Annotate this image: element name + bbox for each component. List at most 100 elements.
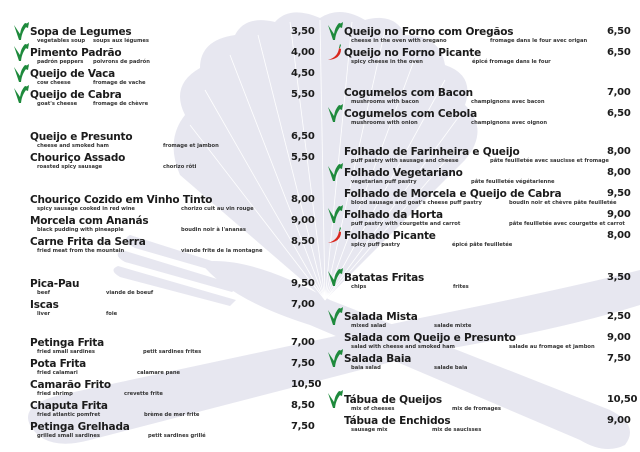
item-description-en: beef — [37, 290, 51, 296]
item-description-en: vegetarian puff pastry — [351, 179, 417, 185]
item-description-en: cheese and smoked ham — [37, 143, 109, 149]
item-name: Cogumelos com Cebola — [344, 108, 477, 120]
item-description-en: puff pastry with sausage and cheese — [351, 158, 459, 164]
item-description-fr: salade au fromage et jambon — [509, 344, 595, 350]
item-description-en: fried atlantic pomfret — [37, 412, 101, 418]
item-description-en: salad with cheese and smoked ham — [351, 344, 455, 350]
item-description-fr: brème de mer frite — [144, 412, 200, 418]
item-price: 7,00 — [291, 299, 315, 310]
item-name: Petinga Frita — [30, 337, 104, 349]
item-name: Sopa de Legumes — [30, 26, 132, 38]
item-description-fr: petit sardines grillé — [148, 433, 206, 439]
item-description-fr: champignons avec bacon — [471, 99, 545, 105]
vegan-leaf-icon — [326, 389, 344, 409]
item-description-fr: épicé pâte feuilletée — [452, 242, 513, 248]
item-name: Queijo de Cabra — [30, 89, 122, 101]
item-price: 7,50 — [607, 353, 631, 364]
item-name: Salada Baia — [344, 353, 412, 365]
item-name: Salada Mista — [344, 311, 418, 323]
item-price: 10,50 — [291, 379, 322, 390]
item-price: 7,50 — [291, 421, 315, 432]
item-description-fr: pâte feuilletée végétarienne — [471, 179, 555, 185]
item-price: 7,00 — [607, 87, 631, 98]
item-price: 9,00 — [607, 209, 631, 220]
item-description-fr: viande de boeuf — [106, 290, 154, 296]
item-price: 6,50 — [607, 108, 631, 119]
vegan-leaf-icon — [12, 84, 30, 104]
item-description-fr: fromage de chèvre — [93, 101, 149, 107]
item-name: Queijo no Forno com Oregãos — [344, 26, 514, 38]
item-description-en: sausage mix — [351, 427, 388, 433]
item-description-en: mushrooms with bacon — [351, 99, 419, 105]
item-description-fr: crevette frite — [124, 391, 163, 397]
item-description-fr: salade mixte — [434, 323, 472, 329]
item-name: Tábua de Enchidos — [344, 415, 451, 427]
item-name: Chouriço Cozido em Vinho Tinto — [30, 194, 213, 206]
item-name: Queijo e Presunto — [30, 131, 133, 143]
item-description-fr: mix de fromages — [452, 406, 501, 412]
vegan-leaf-icon — [326, 348, 344, 368]
item-description-fr: foie — [106, 311, 118, 317]
item-name: Pimento Padrão — [30, 47, 122, 59]
item-name: Camarão Frito — [30, 379, 111, 391]
item-price: 8,50 — [291, 236, 315, 247]
item-description-en: goat's cheese — [37, 101, 78, 107]
fork-graphic — [113, 235, 630, 449]
vegan-leaf-icon — [326, 21, 344, 41]
chili-pepper-icon — [326, 225, 344, 245]
item-name: Salada com Queijo e Presunto — [344, 332, 516, 344]
item-description-en: grilled small sardines — [37, 433, 100, 439]
item-description-fr: chorizo rôti — [163, 164, 197, 170]
item-description-en: baia salad — [351, 365, 381, 371]
item-description-fr: chorizo cuit au vin rouge — [181, 206, 254, 212]
item-description-en: mushrooms with onion — [351, 120, 418, 126]
vegan-leaf-icon — [326, 162, 344, 182]
item-description-fr: pâte feuilletée avec courgette et carrot — [509, 221, 625, 227]
vegan-leaf-icon — [326, 267, 344, 287]
vegan-leaf-icon — [12, 42, 30, 62]
item-name: Folhado da Horta — [344, 209, 443, 221]
item-name: Carne Frita da Serra — [30, 236, 146, 248]
item-price: 4,50 — [291, 68, 315, 79]
item-name: Morcela com Ananás — [30, 215, 149, 227]
chili-pepper-icon — [326, 42, 344, 62]
item-description-fr: boudin noir à l'ananas — [181, 227, 247, 233]
item-description-en: roasted spicy sausage — [37, 164, 103, 170]
item-description-fr: salade baia — [434, 365, 468, 371]
item-price: 8,00 — [607, 167, 631, 178]
item-description-fr: viande frite de la montagne — [181, 248, 263, 254]
item-price: 4,00 — [291, 47, 315, 58]
item-description-en: black pudding with pineapple — [37, 227, 124, 233]
item-description-en: spicy sausage cooked in red wine — [37, 206, 135, 212]
item-name: Folhado de Morcela e Queijo de Cabra — [344, 188, 562, 200]
item-price: 6,50 — [291, 131, 315, 142]
item-description-en: fried shrimp — [37, 391, 73, 397]
item-description-en: chips — [351, 284, 367, 290]
item-price: 5,50 — [291, 89, 315, 100]
item-description-fr: soups aux légumes — [93, 38, 150, 44]
item-description-en: vegetables soup — [37, 38, 86, 44]
item-price: 7,00 — [291, 337, 315, 348]
item-description-en: liver — [37, 311, 51, 317]
item-description-en: padrón peppers — [37, 59, 84, 65]
item-description-fr: frites — [453, 284, 469, 290]
item-price: 9,50 — [291, 278, 315, 289]
item-name: Iscas — [30, 299, 59, 311]
item-price: 8,50 — [291, 400, 315, 411]
item-price: 5,50 — [291, 152, 315, 163]
item-name: Petinga Grelhada — [30, 421, 130, 433]
item-description-en: fried calamari — [37, 370, 78, 376]
item-name: Tábua de Queijos — [344, 394, 442, 406]
item-description-fr: calamare pane — [137, 370, 181, 376]
item-name: Chouriço Assado — [30, 152, 126, 164]
shell-ridges — [189, 19, 461, 301]
item-description-fr: champignons avec oignon — [471, 120, 548, 126]
item-description-en: blood sausage and goat's cheese puff pas… — [351, 200, 482, 206]
item-description-fr: fromage dans le four avec origan — [490, 38, 588, 44]
item-price: 9,50 — [607, 188, 631, 199]
item-price: 7,50 — [291, 358, 315, 369]
item-name: Cogumelos com Bacon — [344, 87, 473, 99]
item-description-en: spicy puff pastry — [351, 242, 400, 248]
item-description-fr: mix de saucisses — [432, 427, 482, 433]
